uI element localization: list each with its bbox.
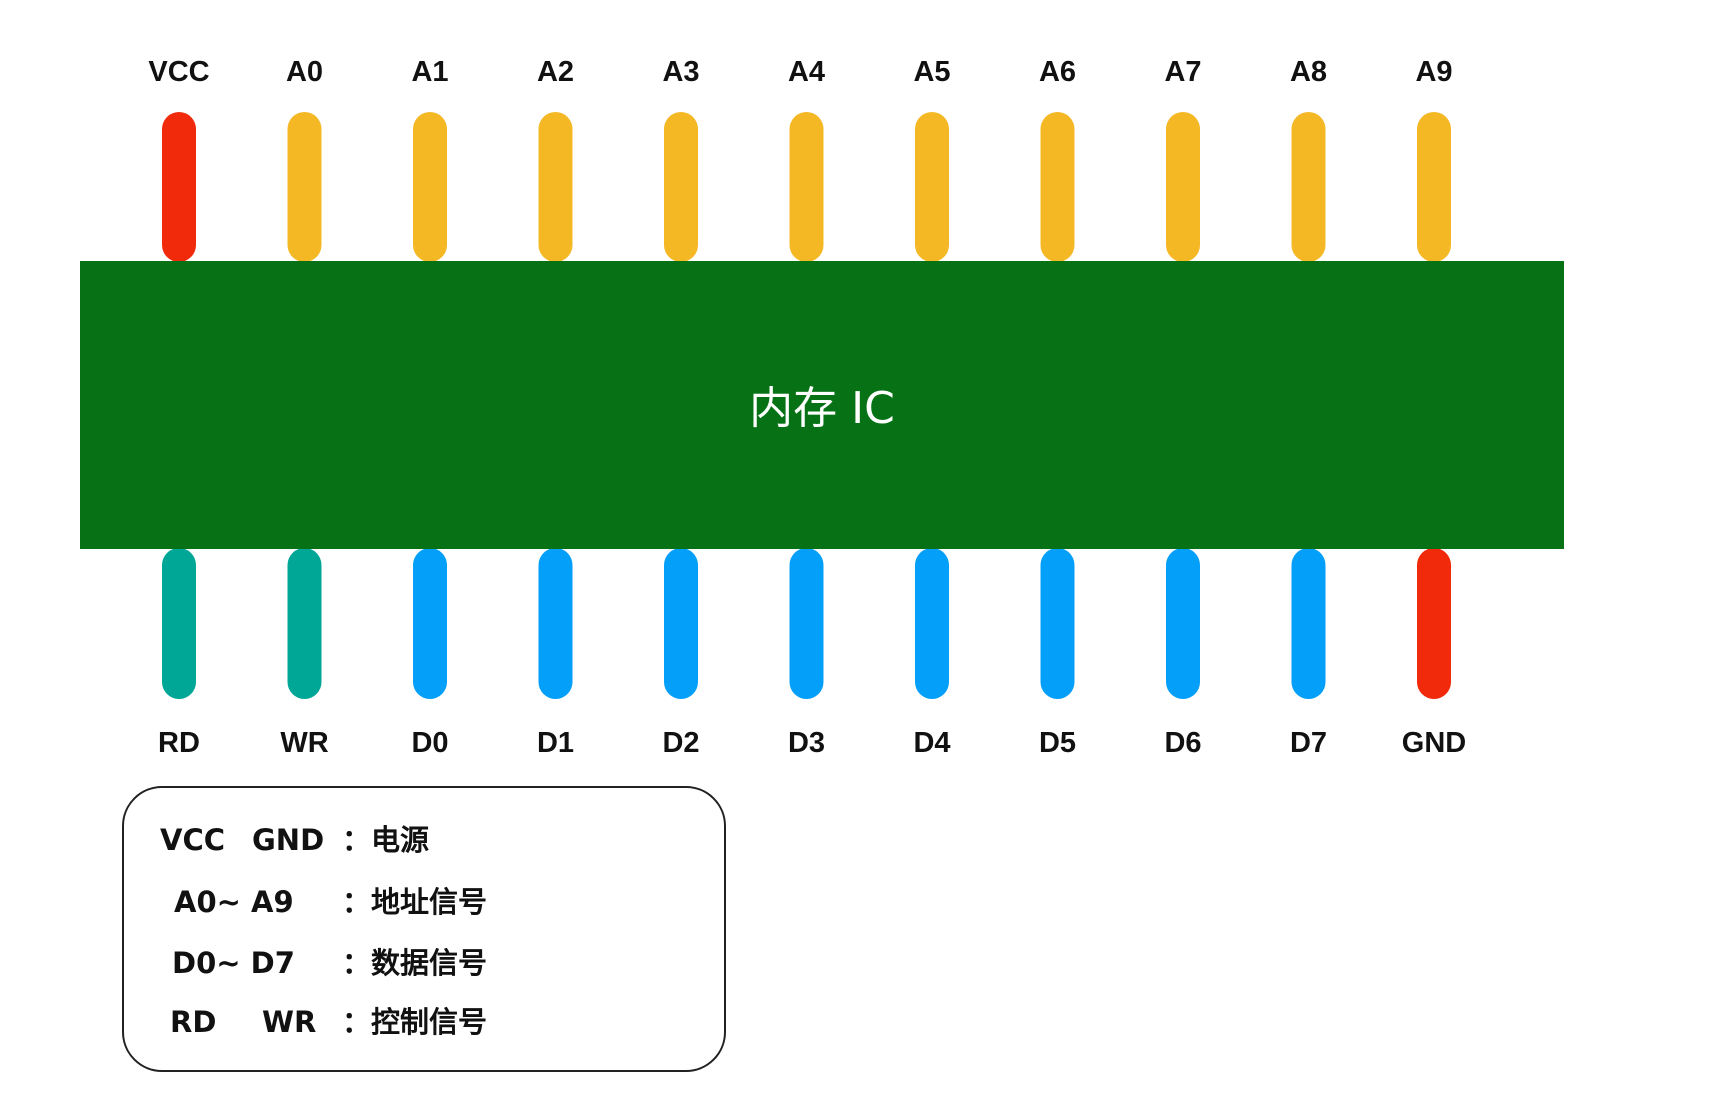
legend-term-gnd: GND xyxy=(252,823,325,857)
bottom-pin-label-d7: D7 xyxy=(1290,727,1327,759)
top-pin-label-a9: A9 xyxy=(1415,56,1452,88)
bottom-pin-label-d2: D2 xyxy=(662,727,699,759)
top-pin-label-vcc: VCC xyxy=(148,56,209,88)
top-pin-label-a6: A6 xyxy=(1039,56,1076,88)
legend-desc-data: ：数据信号 xyxy=(342,946,488,980)
top-pin-label-a7: A7 xyxy=(1164,56,1201,88)
bottom-pin-d5 xyxy=(1040,548,1075,699)
ic-chip-label: 内存 IC xyxy=(749,383,895,434)
top-pin-a5 xyxy=(915,112,949,262)
legend-term-vcc: VCC xyxy=(160,823,226,857)
bottom-pin-d7 xyxy=(1291,548,1326,699)
bottom-pin-label-d4: D4 xyxy=(913,727,950,759)
top-pin-label-a3: A3 xyxy=(662,56,699,88)
top-pin-group xyxy=(162,112,1451,262)
bottom-pin-label-gnd: GND xyxy=(1402,727,1466,759)
legend-term-wr: WR xyxy=(262,1005,317,1039)
top-pin-label-a2: A2 xyxy=(537,56,574,88)
top-pin-a1 xyxy=(413,112,447,262)
legend-term-rd: RD xyxy=(170,1005,217,1039)
top-pin-a4 xyxy=(789,112,824,262)
bottom-pin-d6 xyxy=(1166,548,1200,699)
bottom-pin-label-d0: D0 xyxy=(411,727,448,759)
top-pin-a3 xyxy=(664,112,698,262)
bottom-pin-d3 xyxy=(789,548,824,699)
top-pin-a6 xyxy=(1040,112,1075,262)
legend-term-data-range: D0~ D7 xyxy=(172,946,295,980)
bottom-pin-rd xyxy=(162,548,196,699)
bottom-pin-label-rd: RD xyxy=(158,727,200,759)
bottom-pin-label-d1: D1 xyxy=(537,727,574,759)
ic-chip-body xyxy=(80,261,1564,549)
bottom-pin-gnd xyxy=(1417,548,1451,699)
top-pin-label-a5: A5 xyxy=(913,56,950,88)
bottom-pin-label-d5: D5 xyxy=(1039,727,1076,759)
bottom-pin-d1 xyxy=(538,548,573,699)
bottom-pin-group xyxy=(162,548,1451,699)
bottom-pin-label-d6: D6 xyxy=(1164,727,1201,759)
bottom-pin-wr xyxy=(287,548,322,699)
legend-desc-power: ：电源 xyxy=(342,823,430,857)
top-pin-label-a0: A0 xyxy=(286,56,323,88)
bottom-pin-label-wr: WR xyxy=(280,727,328,759)
legend-desc-address: ：地址信号 xyxy=(342,885,488,919)
bottom-pin-d0 xyxy=(413,548,447,699)
top-pin-label-a1: A1 xyxy=(411,56,448,88)
top-pin-label-group: VCC A0 A1 A2 A3 A4 A5 A6 A7 A8 A9 xyxy=(148,56,1452,88)
top-pin-label-a4: A4 xyxy=(788,56,825,88)
legend-term-address-range: A0~ A9 xyxy=(174,885,294,919)
pin-legend-box: VCC GND ：电源 A0~ A9 ：地址信号 D0~ D7 ：数据信号 RD… xyxy=(122,786,726,1072)
top-pin-a7 xyxy=(1166,112,1200,262)
top-pin-a0 xyxy=(287,112,322,262)
bottom-pin-label-group: RD WR D0 D1 D2 D3 D4 D5 D6 D7 GND xyxy=(158,727,1466,759)
top-pin-label-a8: A8 xyxy=(1290,56,1327,88)
top-pin-a9 xyxy=(1417,112,1451,262)
top-pin-vcc xyxy=(162,112,196,262)
bottom-pin-d2 xyxy=(664,548,698,699)
bottom-pin-label-d3: D3 xyxy=(788,727,825,759)
bottom-pin-d4 xyxy=(915,548,949,699)
legend-desc-control: ：控制信号 xyxy=(342,1005,488,1039)
top-pin-a2 xyxy=(538,112,573,262)
top-pin-a8 xyxy=(1291,112,1326,262)
